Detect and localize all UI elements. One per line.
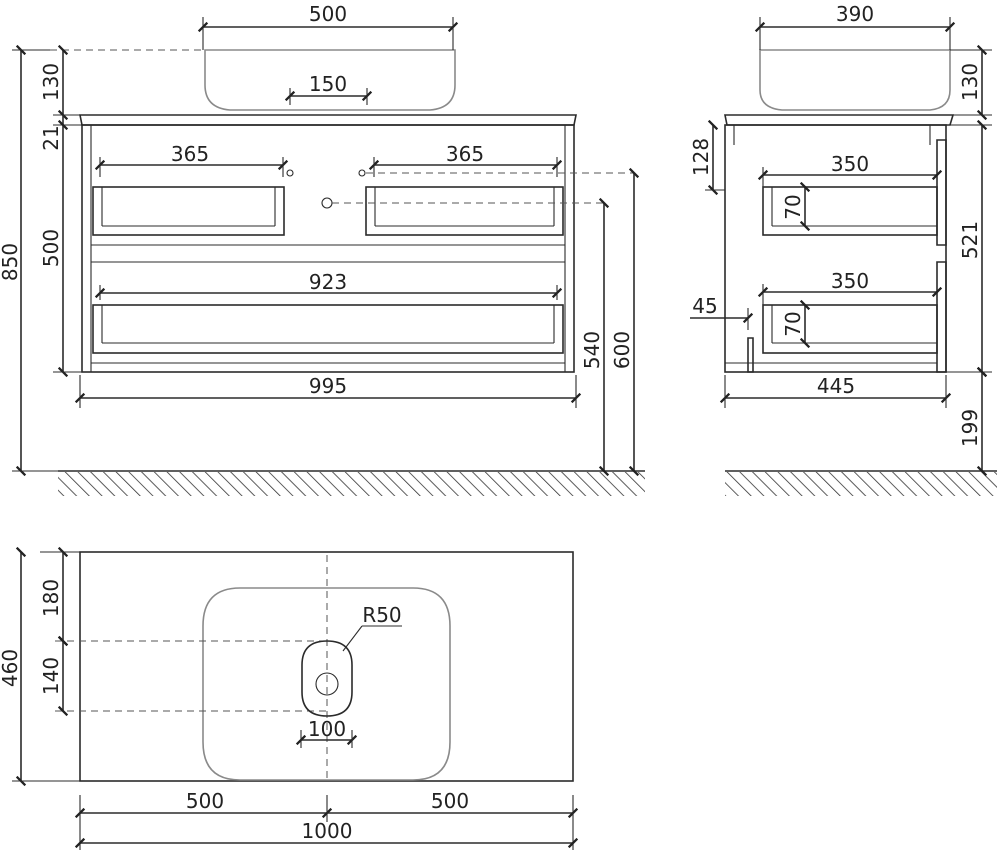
side-door-top [936, 139, 947, 246]
dim-basin-width: 500 [309, 2, 347, 26]
dim-side-top-drawer-height: 70 [781, 194, 805, 219]
dim-basin-section-depth: 180 [39, 579, 63, 617]
dim-top-left-drawer-width: 365 [171, 142, 209, 166]
side-cabinet [724, 124, 947, 373]
dim-drain-radius: R50 [362, 603, 401, 627]
top-countertop [79, 551, 574, 782]
front-countertop [79, 114, 577, 126]
dim-overall-depth: 460 [0, 649, 22, 687]
dim-side-top-offset: 128 [689, 138, 713, 176]
dim-right-half: 500 [431, 789, 469, 813]
top-drain-oval [301, 640, 353, 717]
dim-overall-height: 850 [0, 243, 22, 281]
dim-side-body-height: 521 [958, 221, 982, 259]
top-radius-leader [342, 625, 363, 652]
front-pipe-hole-right [358, 169, 366, 177]
front-bottom-drawer [92, 304, 564, 354]
dim-side-floor-clearance: 199 [958, 409, 982, 447]
front-top-right-drawer [365, 186, 564, 236]
dim-side-top-drawer-depth: 350 [831, 152, 869, 176]
side-view: 390 130 128 350 70 350 70 45 521 [689, 2, 997, 496]
top-drain-center [315, 672, 339, 696]
side-basin [759, 49, 951, 111]
dim-tap-spacing: 150 [309, 72, 347, 96]
dim-inlet-height: 600 [610, 331, 634, 369]
dim-left-half: 500 [186, 789, 224, 813]
front-basin [204, 49, 456, 111]
dim-drain-offset: 140 [39, 657, 63, 695]
dim-bottom-drawer-width: 923 [309, 270, 347, 294]
dim-side-depth: 445 [817, 374, 855, 398]
dim-side-rear-gap: 45 [692, 294, 717, 318]
front-drain-hole [321, 197, 333, 209]
top-basin-outline [202, 587, 451, 781]
side-floor-hatch [725, 472, 997, 496]
dim-side-basin-height: 130 [958, 63, 982, 101]
side-top-drawer [762, 186, 938, 236]
side-rear-post [747, 337, 754, 373]
side-door-bottom [936, 261, 947, 373]
dim-top-right-drawer-width: 365 [446, 142, 484, 166]
front-floor-hatch [58, 472, 645, 496]
side-countertop [724, 114, 955, 126]
dim-side-basin-depth: 390 [836, 2, 874, 26]
dim-basin-height: 130 [39, 63, 63, 101]
side-bottom-drawer [762, 304, 938, 354]
top-view: R50 100 180 140 460 500 500 1000 [0, 546, 579, 850]
dim-drawer-zone-height: 500 [39, 229, 63, 267]
dim-drain-width: 100 [308, 717, 346, 741]
dim-cabinet-width: 995 [309, 374, 347, 398]
dim-overall-width: 1000 [302, 819, 353, 843]
dim-side-bottom-drawer-height: 70 [781, 311, 805, 336]
dim-side-bottom-drawer-depth: 350 [831, 269, 869, 293]
front-pipe-hole-left [286, 169, 294, 177]
front-cabinet [81, 124, 575, 373]
dim-top-thickness: 21 [39, 125, 63, 150]
front-view: 500 150 130 21 500 850 365 365 [0, 2, 645, 496]
front-top-left-drawer [92, 186, 285, 236]
dim-outlet-height: 540 [580, 331, 604, 369]
